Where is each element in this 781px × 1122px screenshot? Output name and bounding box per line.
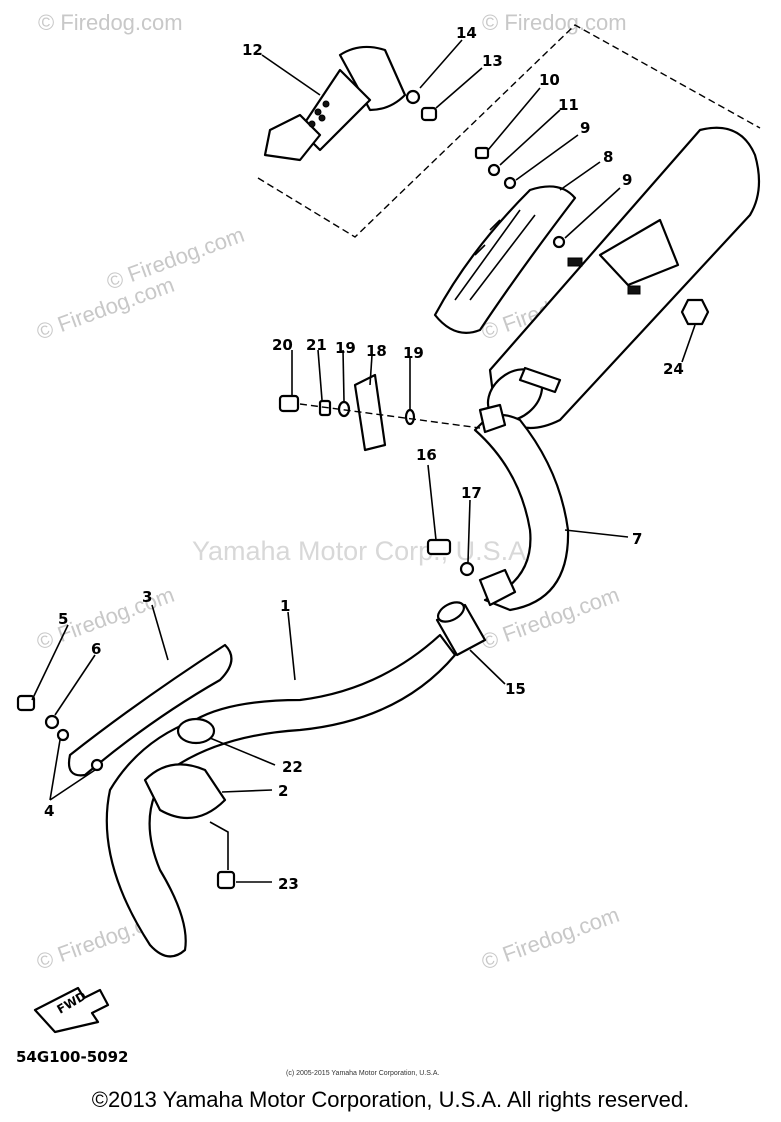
bracket	[478, 403, 507, 434]
collar-part-19b	[404, 408, 416, 426]
watermark: © Firedog.com	[103, 222, 247, 295]
callout-4: 4	[44, 802, 54, 820]
joint-part-15	[435, 601, 487, 657]
fwd-arrow-icon: FWD	[33, 986, 110, 1034]
heat-protector-part	[433, 185, 577, 334]
callout-21: 21	[306, 336, 327, 354]
clamp	[478, 568, 517, 607]
callout-10: 10	[539, 71, 560, 89]
bolt-part-20	[278, 394, 300, 413]
watermark: © Firedog.com	[33, 272, 177, 345]
callout-8: 8	[603, 148, 613, 166]
center-watermark: Yamaha Motor Corp., U.S.A.	[192, 536, 534, 566]
nut-part-24	[680, 298, 710, 326]
callout-19b: 19	[403, 344, 424, 362]
callout-15: 15	[505, 680, 526, 698]
spark-arrester-part	[263, 45, 407, 162]
bolt-part-5	[16, 694, 36, 712]
exhaust-pipe-2-part	[473, 413, 570, 612]
flange-part-2	[143, 763, 227, 820]
leader-lines	[31, 39, 696, 883]
muffler-part	[486, 126, 761, 430]
copyright-notice: ©2013 Yamaha Motor Corporation, U.S.A. A…	[91, 1087, 690, 1112]
watermark: © Firedog.com	[478, 902, 622, 975]
bolt-part-23	[216, 870, 236, 890]
alignment-line	[299, 403, 481, 429]
callout-3: 3	[142, 588, 152, 606]
part-code: 54G100-5092	[16, 1048, 129, 1066]
callout-9a: 9	[580, 119, 590, 137]
callout-13: 13	[482, 52, 503, 70]
gasket-part-22	[176, 717, 216, 745]
bolt-part-13	[420, 106, 438, 122]
callout-23: 23	[278, 875, 299, 893]
callout-1: 1	[280, 597, 290, 615]
callouts: 1 2 3 4 5 6 7 8 9 9 10 11 12 13 14 15 16…	[44, 24, 684, 893]
washer-part-11	[487, 163, 501, 177]
watermark: © Firedog.com	[38, 10, 183, 35]
bolt-part-10	[474, 146, 490, 160]
callout-22: 22	[282, 758, 303, 776]
small-copyright: (c) 2005-2015 Yamaha Motor Corporation, …	[286, 1070, 440, 1077]
callout-7: 7	[632, 530, 642, 548]
exhaust-pipe-1-part	[105, 633, 457, 958]
watermark: © Firedog.com	[482, 10, 627, 35]
bolt-part-16	[426, 538, 452, 556]
callout-5: 5	[58, 610, 68, 628]
callout-6: 6	[91, 640, 101, 658]
washer-part-6	[44, 714, 60, 730]
damper-part-4a	[56, 728, 70, 742]
callout-17: 17	[461, 484, 482, 502]
callout-11: 11	[558, 96, 579, 114]
washer-part-9a	[503, 176, 517, 190]
collar-part-19a	[337, 400, 351, 418]
washer-part-17	[459, 561, 475, 577]
callout-20: 20	[272, 336, 293, 354]
callout-12: 12	[242, 41, 263, 59]
callout-24: 24	[663, 360, 684, 378]
callout-2: 2	[278, 782, 288, 800]
callout-19a: 19	[335, 339, 356, 357]
callout-16: 16	[416, 446, 437, 464]
assembly-outline	[257, 24, 761, 238]
callout-18: 18	[366, 342, 387, 360]
damper-part-4b	[90, 758, 104, 772]
bracket-part-18	[353, 373, 387, 452]
callout-9b: 9	[622, 171, 632, 189]
washer-part-9b	[552, 235, 566, 249]
protector-part-3	[67, 643, 233, 777]
callout-14: 14	[456, 24, 477, 42]
washer-part-14	[405, 89, 421, 105]
